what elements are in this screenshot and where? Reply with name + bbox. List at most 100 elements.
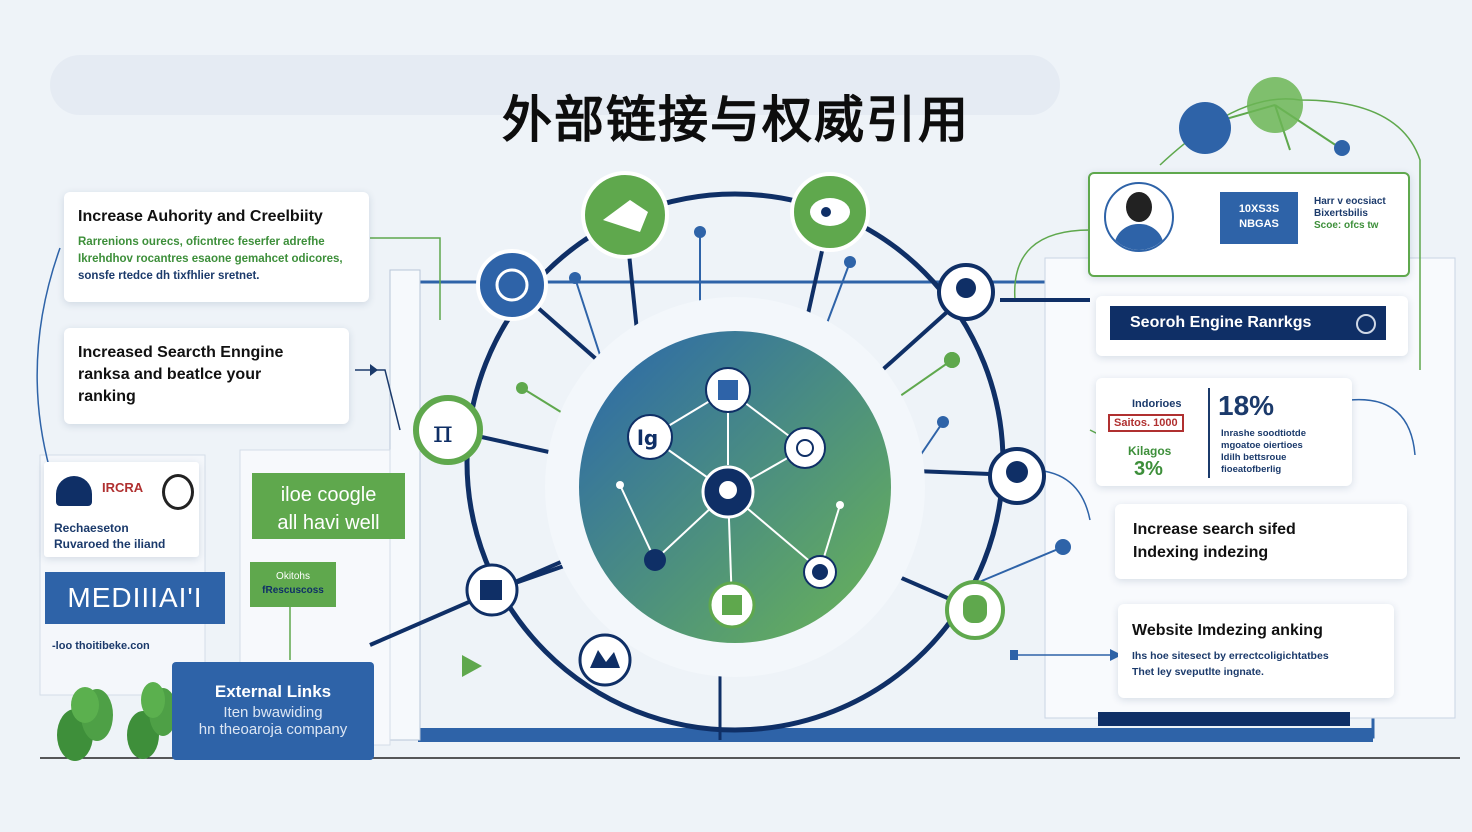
- inner-node-small-left: [644, 549, 666, 571]
- arrow-blue-box: [1010, 650, 1018, 660]
- avatar-head: [1126, 192, 1152, 222]
- media-logo-icon: [56, 476, 92, 506]
- external-links-line-1: Iten bwawiding: [223, 704, 323, 721]
- pin-7-dot: [1055, 539, 1071, 555]
- pin-2-dot: [694, 226, 706, 238]
- arrow-left-mid: [370, 364, 378, 376]
- inner-node-small-right-core: [812, 564, 828, 580]
- pin-5-dot: [937, 416, 949, 428]
- page-title: 外部链接与权威引用: [502, 91, 970, 149]
- arrow-green: [462, 655, 482, 677]
- inner-nodes: lg: [616, 367, 844, 629]
- stats-right-line-4: fioeatofberlig: [1221, 464, 1282, 475]
- search-engine-card: Increased Searcth Enngine ranksa and bea…: [64, 328, 349, 424]
- decor-ball-green: [1247, 77, 1303, 133]
- indexing-line-1: Increase search sifed: [1133, 521, 1296, 538]
- inner-node-left: [627, 414, 673, 460]
- authority-line-2: Ikrehdhov rocantres esaone gemahcet odic…: [78, 253, 343, 265]
- external-links-line-2: hn theoaroja company: [198, 721, 348, 738]
- authority-card: Increase Auhority and Creelbiity Rarreni…: [64, 192, 369, 302]
- avatar: [1104, 182, 1174, 252]
- plant-left: [57, 687, 113, 761]
- authority-card-title: Increase Auhority and Creelbiity: [78, 208, 323, 225]
- authority-line-1: Rarrenions ourecs, oficntrec feserfer ad…: [78, 236, 325, 248]
- node-bottom-icon: [590, 650, 620, 668]
- node-right-top-core: [956, 278, 976, 298]
- small-green-line-2: fRescuscoss: [262, 585, 324, 596]
- node-right-mid-core: [1006, 461, 1028, 483]
- small-green-line-1: Okitohs: [276, 571, 310, 582]
- google-badge: iloe coogle all havi well: [252, 473, 405, 539]
- node-blue-left-icon: [495, 268, 529, 302]
- edge-9: [619, 484, 656, 561]
- indexing-line-2: Indexing indezing: [1133, 544, 1269, 561]
- search-engine-line-1: Increased Searcth Enngine: [78, 344, 284, 361]
- inner-node-left-glyph: lg: [637, 426, 658, 450]
- website-line-1: Ihs hoe sitesect by errectcoligichtatbes: [1132, 650, 1329, 662]
- stats-right-line-2: mgoatoe oiertioes: [1221, 440, 1303, 451]
- pin-6-dot: [516, 382, 528, 394]
- media-round-icon: [162, 474, 194, 510]
- rankings-label: Seoroh Engine Ranrkgs: [1130, 314, 1312, 331]
- node-right-bottom-icon: [963, 595, 987, 623]
- stats-right-line-3: Idilh bettsroue: [1221, 452, 1287, 463]
- plant-right-leaf-3: [141, 682, 165, 718]
- small-green-badge: Okitohs fRescuscoss: [250, 562, 336, 607]
- decor-ball-blue: [1179, 102, 1231, 154]
- rankings-globe-icon: [1356, 314, 1376, 334]
- pin-1: [574, 277, 601, 356]
- google-line-1: iloe coogle: [280, 484, 377, 506]
- profile-line-2: Bixertsbilis: [1314, 208, 1368, 219]
- connector-left-top: [370, 237, 441, 320]
- media-badge: MEDIIIAI'I: [45, 572, 225, 624]
- inner-node-cube-shape: [718, 380, 738, 400]
- stats-divider: [1208, 388, 1210, 478]
- external-links-card: External Links Iten bwawiding hn theoaro…: [172, 662, 374, 760]
- plant-left-leaf-3: [71, 687, 99, 723]
- laptop-taskbar: [1098, 712, 1350, 726]
- authority-line-3: sonsfe rtedce dh tixfhlier sretnet.: [78, 270, 260, 282]
- plant-right: [127, 682, 177, 759]
- stats-right-line-1: Inrashe soodtiotde: [1221, 428, 1306, 439]
- arrow-blue: [1110, 649, 1122, 661]
- rankings-bar[interactable]: Seoroh Engine Ranrkgs: [1110, 306, 1386, 340]
- stats-label-mid: Kilagos: [1128, 444, 1172, 458]
- ring-nodes: π: [413, 171, 1046, 687]
- stats-percent-big: 18%: [1218, 390, 1275, 421]
- profile-tag: 10XS3S NBGAS: [1220, 192, 1298, 244]
- inner-node-dot-1: [616, 481, 624, 489]
- external-links-title: External Links: [214, 682, 332, 701]
- node-pi-glyph: π: [433, 415, 453, 450]
- website-card: Website Imdezing anking Ihs hoe sitesect…: [1118, 604, 1394, 698]
- website-line-2: Thet ley sveputlte ingnate.: [1132, 666, 1264, 678]
- pin-1-dot: [569, 272, 581, 284]
- connector-left-mid: [355, 369, 401, 431]
- media-footer: -loo thoitibeke.con: [52, 640, 150, 652]
- google-line-2: all havi well: [277, 512, 380, 534]
- website-title: Website Imdezing anking: [1132, 622, 1323, 639]
- top-right-decor: [1179, 77, 1350, 156]
- node-green-top-right-core: [821, 207, 831, 217]
- connector-right-stats: [1349, 398, 1416, 456]
- indexing-card: Increase search sifed Indexing indezing: [1115, 504, 1407, 579]
- profile-tag-line-2: NBGAS: [1239, 218, 1279, 230]
- node-bottom: [578, 633, 632, 687]
- media-logo-text: IRCRA: [102, 480, 144, 495]
- stats-card: Indorioes Saitos. 1000 Kilagos 3% 18% In…: [1096, 378, 1352, 486]
- pin-3-dot: [844, 256, 856, 268]
- stats-percent-small: 3%: [1134, 458, 1163, 480]
- inner-node-center-core: [719, 481, 737, 499]
- faded-background-banner: [50, 55, 1060, 115]
- node-green-top-left-icon: [603, 200, 648, 232]
- media-line-2: Ruvaroed the iliand: [54, 537, 166, 551]
- avatar-body: [1114, 224, 1164, 250]
- inner-node-right-core: [796, 439, 814, 457]
- profile-line-3: Scoe: ofcs tw: [1314, 220, 1379, 231]
- profile-card: 10XS3S NBGAS Harr v eocsiact Bixertsbili…: [1088, 172, 1410, 277]
- connector-right-top: [1014, 229, 1091, 301]
- decor-ball-small: [1334, 140, 1350, 156]
- node-left-bottom-icon: [480, 580, 502, 600]
- stats-label-box: Saitos. 1000: [1108, 414, 1184, 432]
- search-engine-line-2: ranksa and beatlce your: [78, 366, 262, 383]
- connector-left-arc: [36, 247, 61, 471]
